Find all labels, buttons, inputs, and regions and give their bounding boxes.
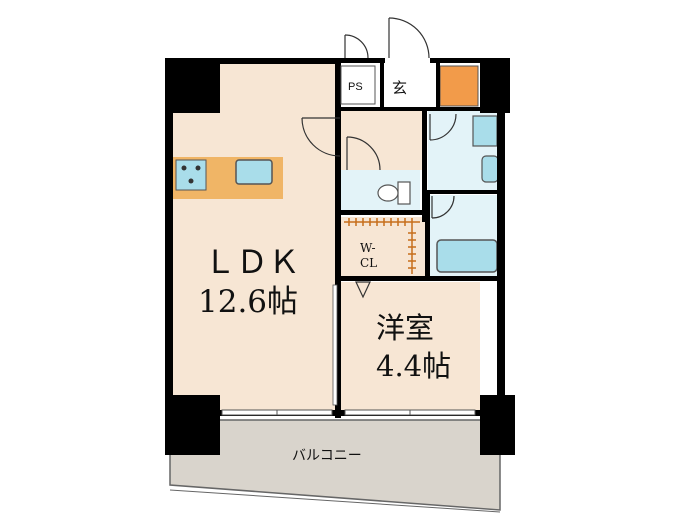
sliding-partition: [332, 284, 338, 406]
entrance-floor: [385, 62, 435, 107]
pipe-space-label: PS: [348, 81, 363, 93]
column-top-right: [480, 58, 510, 113]
ldk-size: 12.6帖: [198, 284, 298, 320]
stove: [175, 159, 207, 191]
pipe-space-box: PS: [340, 65, 376, 105]
hallway-floor: [340, 110, 425, 170]
kitchen-sink: [235, 159, 273, 185]
walk-in-closet-label-line2: CL: [360, 256, 377, 270]
column-bottom-left: [165, 395, 220, 455]
column-bottom-right: [480, 395, 515, 455]
balcony-label: バルコニー: [292, 448, 362, 464]
column-top-left: [165, 58, 220, 113]
washbasin: [481, 155, 499, 183]
bedroom-floor: [340, 282, 480, 412]
entrance-label: 玄: [392, 79, 407, 97]
washing-machine-pan: [472, 115, 498, 147]
walk-in-closet-label-line1: W-: [360, 241, 376, 255]
walls: [165, 58, 515, 455]
window-sashes: [221, 409, 476, 416]
shoe-storage: [439, 65, 479, 107]
toilet-fixture: [377, 181, 411, 205]
ldk-floor: [170, 62, 335, 412]
ldk-name: ＬＤＫ: [204, 243, 300, 281]
bedroom-size: 4.4帖: [376, 349, 451, 383]
bathtub: [436, 239, 498, 273]
bedroom-name: 洋室: [376, 311, 434, 345]
door-swings: [301, 17, 457, 299]
walk-in-closet-shelves: [344, 218, 420, 274]
balcony-floor: [169, 419, 501, 511]
